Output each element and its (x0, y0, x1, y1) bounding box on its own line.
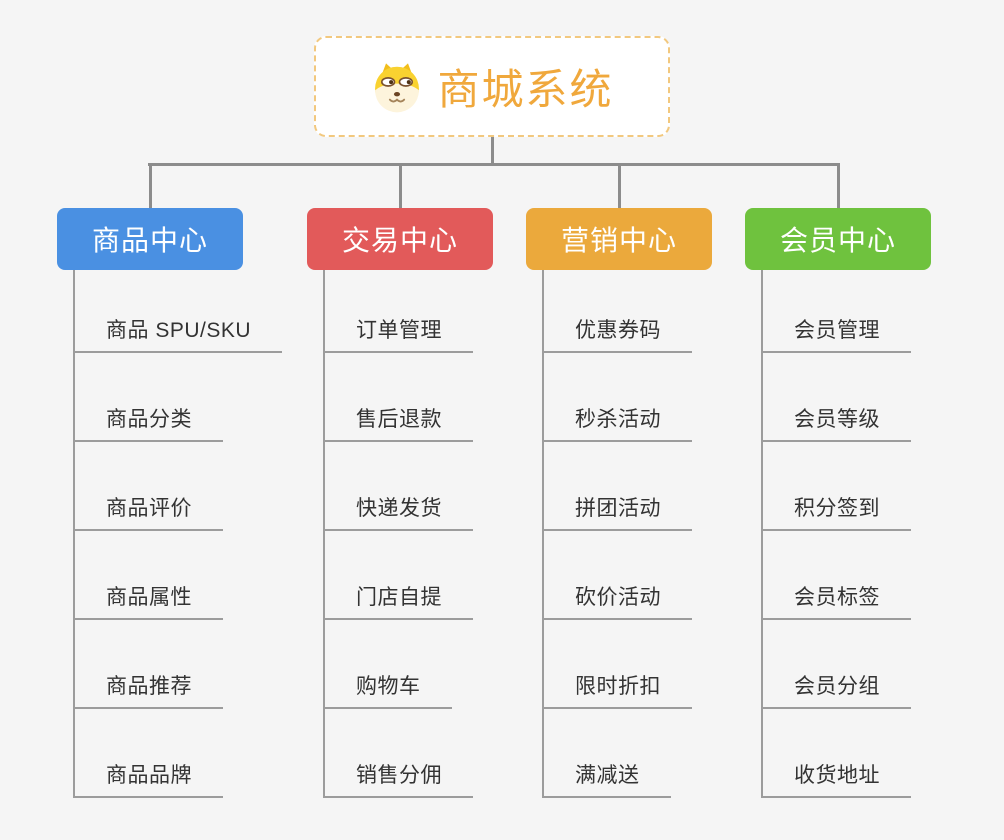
root-title: 商城系统 (437, 66, 614, 113)
branch-header-label: 营销中心 (560, 225, 677, 256)
branch-item[interactable]: 收货地址 (763, 759, 911, 798)
branch-header-product-center[interactable]: 商品中心 (57, 208, 243, 270)
branch-item-row: 商品评价 (75, 442, 282, 531)
branch-item[interactable]: 积分签到 (763, 492, 911, 531)
branch-item-row: 购物车 (325, 620, 473, 709)
branch-item-row: 满减送 (544, 709, 692, 798)
connector-horizontal-bar (148, 163, 840, 166)
branch-header-label: 交易中心 (341, 225, 458, 256)
branch-header-label: 商品中心 (91, 225, 208, 256)
branch-member-center: 会员中心 会员管理 会员等级 积分签到 会员标签 会员分组 收货地址 (745, 208, 931, 798)
branch-item-row: 商品推荐 (75, 620, 282, 709)
branch-item-row: 商品分类 (75, 353, 282, 442)
branch-item[interactable]: 商品评价 (75, 492, 223, 531)
branch-header-label: 会员中心 (779, 225, 896, 256)
branch-item-row: 会员管理 (763, 270, 911, 353)
branch-items: 会员管理 会员等级 积分签到 会员标签 会员分组 收货地址 (761, 270, 911, 798)
branch-trade-center: 交易中心 订单管理 售后退款 快递发货 门店自提 购物车 销售分佣 (307, 208, 493, 798)
branch-header-member-center[interactable]: 会员中心 (745, 208, 931, 270)
branch-item-row: 拼团活动 (544, 442, 692, 531)
branch-item-row: 订单管理 (325, 270, 473, 353)
dog-face-icon (370, 60, 424, 114)
connector-drop-product-center (148, 163, 152, 210)
branch-item[interactable]: 订单管理 (325, 314, 473, 353)
branch-item[interactable]: 满减送 (544, 759, 671, 798)
branch-item-row: 秒杀活动 (544, 353, 692, 442)
branch-item-row: 售后退款 (325, 353, 473, 442)
branch-item[interactable]: 销售分佣 (325, 759, 473, 798)
connector-drop-marketing-center (617, 163, 621, 210)
branch-item[interactable]: 购物车 (325, 670, 452, 709)
branch-items: 优惠券码 秒杀活动 拼团活动 砍价活动 限时折扣 满减送 (542, 270, 692, 798)
branch-item-row: 门店自提 (325, 531, 473, 620)
branch-item-row: 优惠券码 (544, 270, 692, 353)
connector-root-stub (491, 137, 494, 164)
branch-header-trade-center[interactable]: 交易中心 (307, 208, 493, 270)
branch-item[interactable]: 限时折扣 (544, 670, 692, 709)
branch-items: 订单管理 售后退款 快递发货 门店自提 购物车 销售分佣 (323, 270, 473, 798)
branch-item[interactable]: 商品属性 (75, 581, 223, 620)
branch-item[interactable]: 售后退款 (325, 403, 473, 442)
branch-item[interactable]: 拼团活动 (544, 492, 692, 531)
branch-item-row: 会员分组 (763, 620, 911, 709)
branch-item[interactable]: 会员等级 (763, 403, 911, 442)
branch-item-row: 商品属性 (75, 531, 282, 620)
branch-item[interactable]: 砍价活动 (544, 581, 692, 620)
branch-item-row: 商品 SPU/SKU (75, 270, 283, 353)
branch-item-row: 积分签到 (763, 442, 911, 531)
branch-header-marketing-center[interactable]: 营销中心 (526, 208, 712, 270)
branch-item[interactable]: 商品 SPU/SKU (75, 314, 283, 353)
connector-drop-trade-center (398, 163, 402, 210)
branch-item[interactable]: 会员管理 (763, 314, 911, 353)
branch-item[interactable]: 快递发货 (325, 492, 473, 531)
branch-marketing-center: 营销中心 优惠券码 秒杀活动 拼团活动 砍价活动 限时折扣 满减送 (526, 208, 712, 798)
branch-item[interactable]: 会员标签 (763, 581, 911, 620)
branch-item-row: 快递发货 (325, 442, 473, 531)
branch-item[interactable]: 优惠券码 (544, 314, 692, 353)
branch-item-row: 销售分佣 (325, 709, 473, 798)
branch-item-row: 收货地址 (763, 709, 911, 798)
branch-item[interactable]: 会员分组 (763, 670, 911, 709)
branch-item[interactable]: 商品分类 (75, 403, 223, 442)
branch-items: 商品 SPU/SKU 商品分类 商品评价 商品属性 商品推荐 商品品牌 (73, 270, 283, 798)
root-node-mall-system[interactable]: 商城系统 (314, 36, 670, 137)
branch-item[interactable]: 商品品牌 (75, 759, 223, 798)
branch-item-row: 限时折扣 (544, 620, 692, 709)
branch-item[interactable]: 秒杀活动 (544, 403, 692, 442)
connector-drop-member-center (836, 163, 840, 210)
branch-item[interactable]: 商品推荐 (75, 670, 223, 709)
branch-item-row: 会员等级 (763, 353, 911, 442)
branch-item-row: 会员标签 (763, 531, 911, 620)
branch-item[interactable]: 门店自提 (325, 581, 473, 620)
branch-product-center: 商品中心 商品 SPU/SKU 商品分类 商品评价 商品属性 商品推荐 商品品牌 (57, 208, 283, 798)
branch-item-row: 砍价活动 (544, 531, 692, 620)
branch-item-row: 商品品牌 (75, 709, 282, 798)
